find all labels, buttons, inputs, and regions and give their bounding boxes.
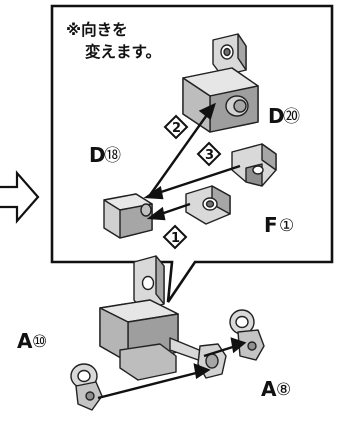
part-d20 [231,143,277,187]
svg-text:⑩: ⑩ [32,332,47,352]
step-3-label: 3 [205,148,214,163]
part-d18 [103,193,153,239]
svg-text:⑱: ⑱ [104,146,121,166]
part-a10 [70,363,103,411]
step-2-marker: 2 [163,114,189,140]
note-line-1: ※向きを [66,20,128,39]
note-line-2: 変えます。 [85,42,161,61]
joint-assembly-top [182,33,259,133]
assembly-arrows-bottom [97,337,247,400]
label-d20: D ⑳ [268,104,300,128]
label-a10: A ⑩ [17,329,47,353]
svg-text:F: F [264,213,278,237]
step-1-marker: 1 [162,224,188,250]
svg-text:A: A [261,377,277,401]
svg-text:A: A [17,329,33,353]
assembly-arrows-top [143,102,241,221]
step-3-marker: 3 [196,141,222,167]
svg-text:①: ① [279,216,294,236]
svg-text:D: D [268,104,285,128]
step-1-label: 1 [171,231,180,246]
part-f1 [185,185,231,225]
joint-assembly-bottom [99,255,227,381]
step-2-label: 2 [172,121,181,136]
hollow-arrow-icon [0,170,40,224]
label-a8: A ⑧ [261,377,291,401]
part-a8 [229,309,265,361]
svg-text:D: D [89,143,106,167]
svg-text:⑳: ⑳ [283,107,300,127]
label-f1: F ① [264,213,294,237]
label-d18: D ⑱ [89,143,121,167]
svg-text:⑧: ⑧ [276,380,291,400]
